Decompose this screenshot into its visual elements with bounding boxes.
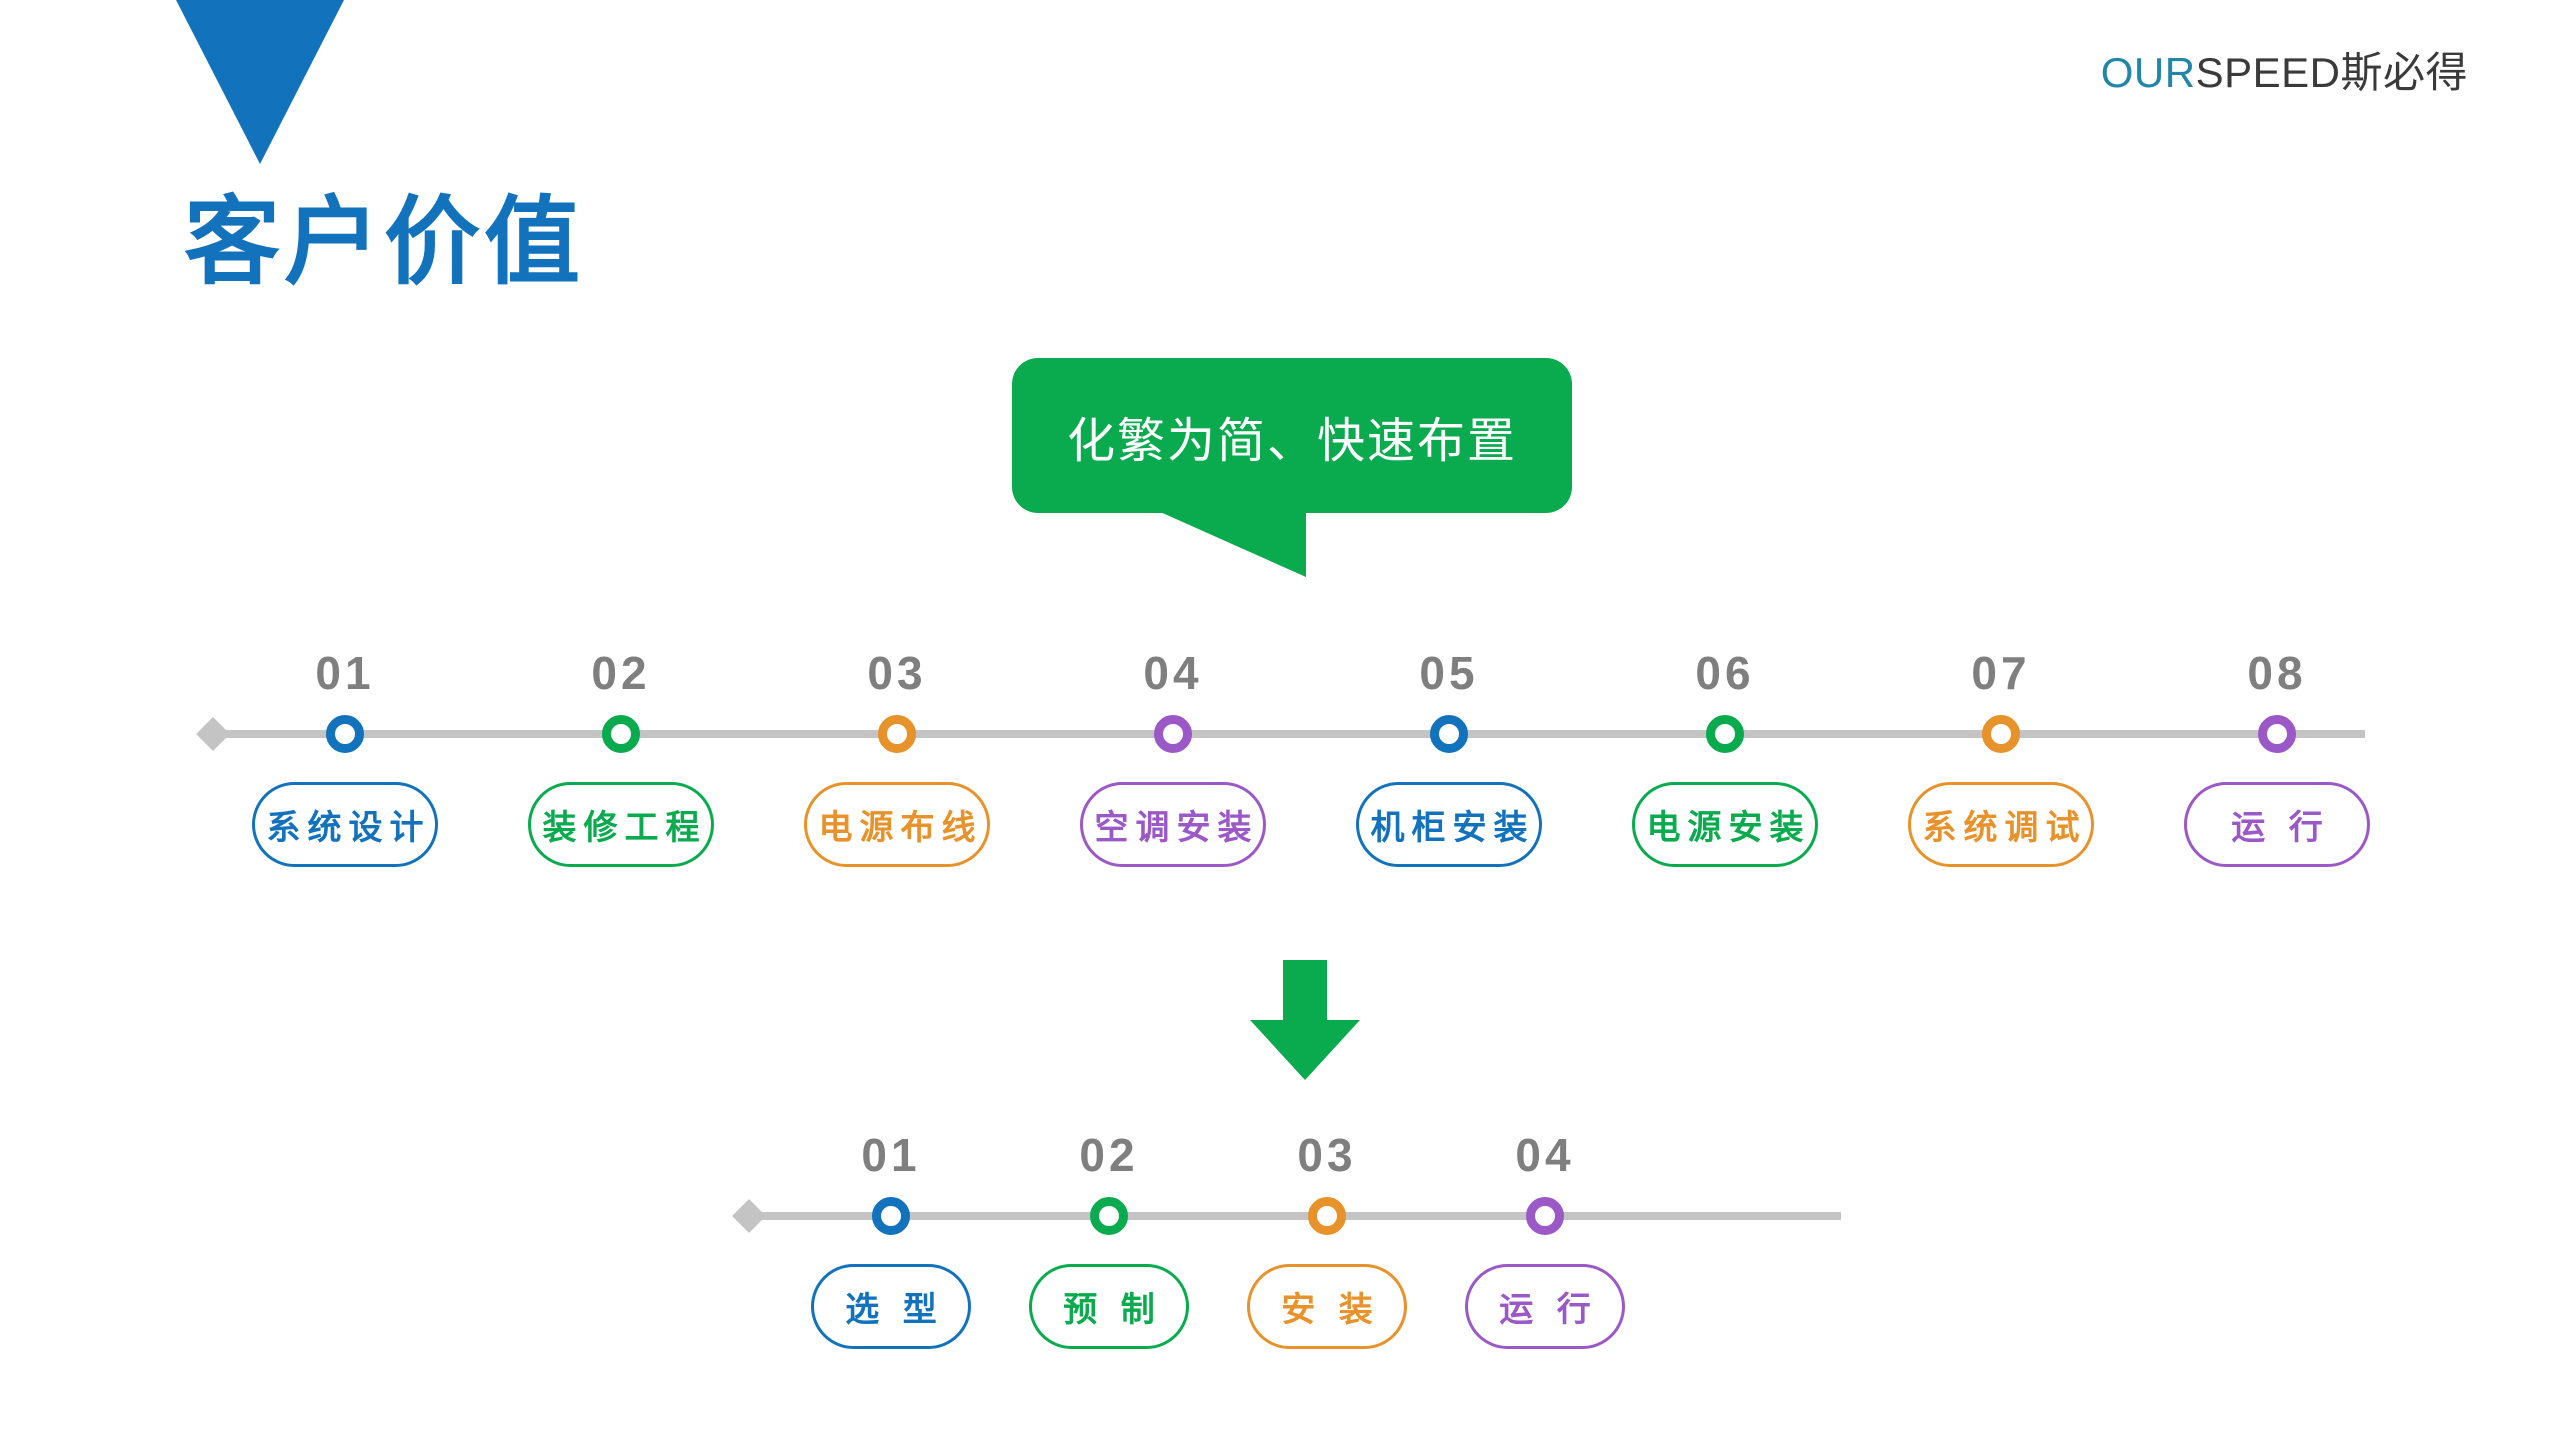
- step-number: 05: [1419, 647, 1479, 699]
- step-marker-icon[interactable]: [872, 1197, 910, 1235]
- callout-bubble: 化繁为简、快速布置: [1012, 358, 1572, 577]
- step-marker-icon[interactable]: [326, 715, 364, 753]
- step-pill[interactable]: 安 装: [1247, 1264, 1407, 1349]
- callout-tail-icon: [1158, 511, 1306, 577]
- step-number: 02: [1079, 1129, 1139, 1181]
- brand-logo: OURSPEED斯必得: [2101, 52, 2468, 94]
- step-number: 04: [1515, 1129, 1575, 1181]
- arrow-down-icon: [1250, 960, 1360, 1080]
- step-pill[interactable]: 运 行: [2184, 782, 2370, 867]
- timeline-start-marker-icon: [732, 1199, 766, 1233]
- step-number: 01: [315, 647, 375, 699]
- step-marker-icon[interactable]: [1982, 715, 2020, 753]
- step-marker-icon[interactable]: [1090, 1197, 1128, 1235]
- step-pill[interactable]: 系统设计: [252, 782, 438, 867]
- step-pill[interactable]: 空调安装: [1080, 782, 1266, 867]
- step-number: 08: [2247, 647, 2307, 699]
- step-pill[interactable]: 电源安装: [1632, 782, 1818, 867]
- step-pill[interactable]: 机柜安装: [1356, 782, 1542, 867]
- step-number: 02: [591, 647, 651, 699]
- step-pill[interactable]: 装修工程: [528, 782, 714, 867]
- step-marker-icon[interactable]: [1308, 1197, 1346, 1235]
- step-marker-icon[interactable]: [1706, 715, 1744, 753]
- step-pill[interactable]: 系统调试: [1908, 782, 2094, 867]
- step-marker-icon[interactable]: [878, 715, 916, 753]
- brand-prefix: OUR: [2100, 49, 2196, 96]
- step-number: 04: [1143, 647, 1203, 699]
- step-number: 07: [1971, 647, 2031, 699]
- timeline-axis: [210, 730, 2365, 738]
- timeline-start-marker-icon: [196, 717, 230, 751]
- step-marker-icon[interactable]: [1430, 715, 1468, 753]
- triangle-decoration-icon: [175, 0, 345, 164]
- page-title: 客户价值: [184, 189, 584, 296]
- step-pill[interactable]: 电源布线: [804, 782, 990, 867]
- step-pill[interactable]: 选 型: [811, 1264, 971, 1349]
- step-number: 06: [1695, 647, 1755, 699]
- step-number: 03: [867, 647, 927, 699]
- step-marker-icon[interactable]: [1526, 1197, 1564, 1235]
- step-pill[interactable]: 预 制: [1029, 1264, 1189, 1349]
- callout-body: 化繁为简、快速布置: [1012, 358, 1572, 513]
- step-marker-icon[interactable]: [602, 715, 640, 753]
- step-number: 01: [861, 1129, 921, 1181]
- timeline-axis: [746, 1212, 1841, 1220]
- step-number: 03: [1297, 1129, 1357, 1181]
- step-marker-icon[interactable]: [2258, 715, 2296, 753]
- step-marker-icon[interactable]: [1154, 715, 1192, 753]
- step-pill[interactable]: 运 行: [1465, 1264, 1625, 1349]
- brand-suffix: SPEED斯必得: [2195, 49, 2468, 96]
- callout-text: 化繁为简、快速布置: [1066, 414, 1517, 468]
